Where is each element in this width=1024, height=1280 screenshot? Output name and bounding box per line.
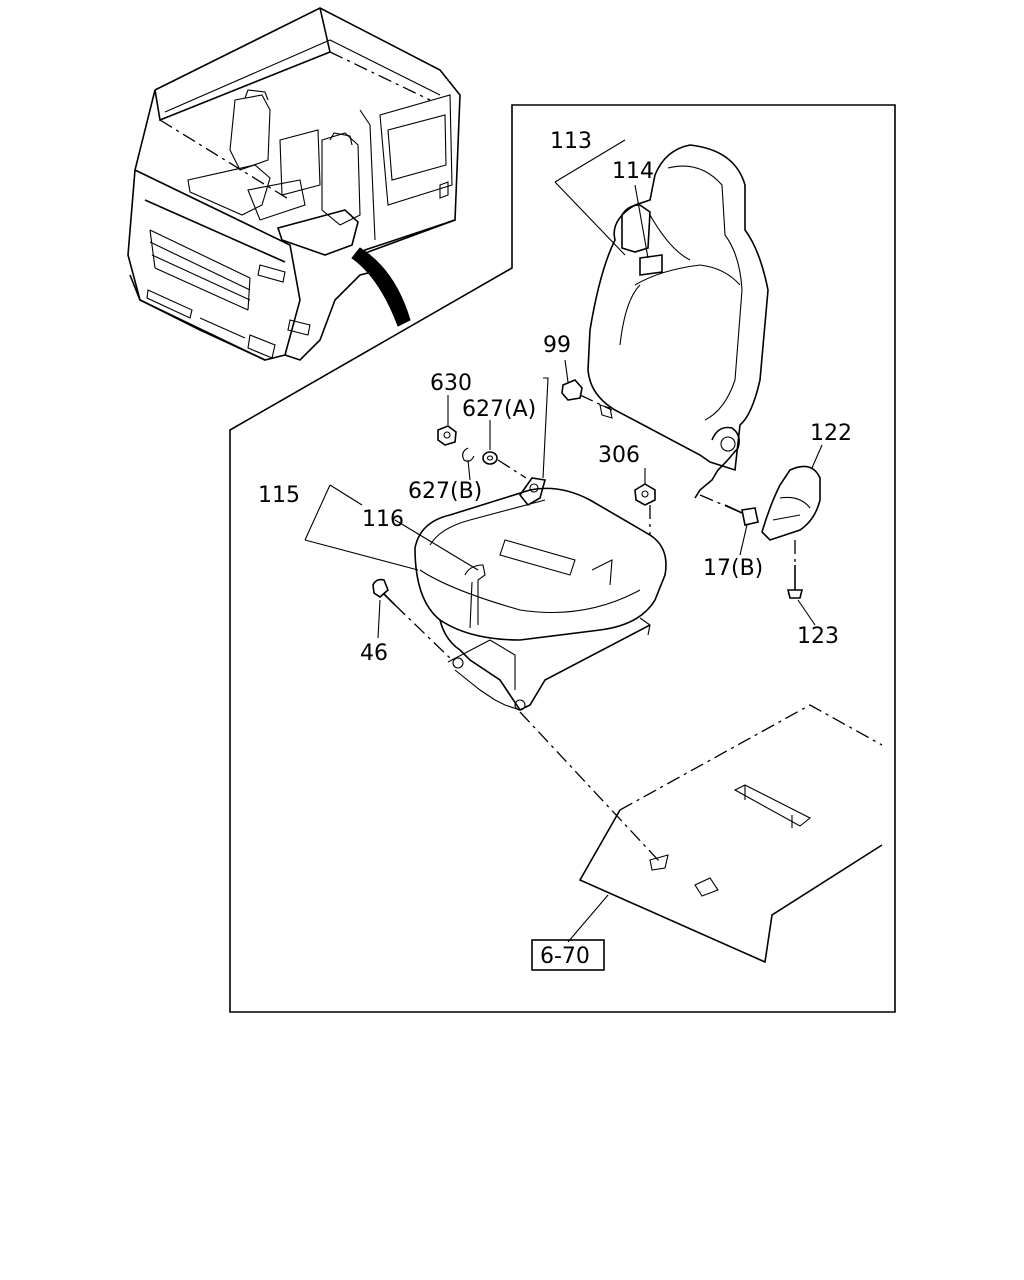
callout-122: 122 <box>810 421 852 446</box>
seat-back-assembly <box>587 144 769 499</box>
leader-lines <box>304 139 823 943</box>
reference-box[interactable]: 6-70 <box>531 939 605 971</box>
callout-99: 99 <box>543 333 571 358</box>
callout-627a: 627(A) <box>462 397 536 422</box>
callout-123: 123 <box>797 624 839 649</box>
callout-114: 114 <box>612 159 654 184</box>
callout-17b: 17(B) <box>703 556 763 581</box>
callout-113: 113 <box>550 129 592 154</box>
callout-115: 115 <box>258 483 300 508</box>
fasteners <box>372 379 804 606</box>
callout-46: 46 <box>360 641 388 666</box>
callout-627b: 627(B) <box>408 479 482 504</box>
callout-labels: 113 114 99 630 627(A) 627(B) 306 122 115… <box>258 129 852 666</box>
truck-cab-illustration <box>127 7 461 361</box>
callout-630: 630 <box>430 371 472 396</box>
callout-116: 116 <box>362 507 404 532</box>
floor-panel <box>578 704 883 964</box>
reference-label: 6-70 <box>540 944 590 969</box>
callout-306: 306 <box>598 443 640 468</box>
side-cover-part <box>761 465 821 541</box>
detail-frame <box>229 104 896 1013</box>
seat-cushion-assembly <box>414 477 667 712</box>
